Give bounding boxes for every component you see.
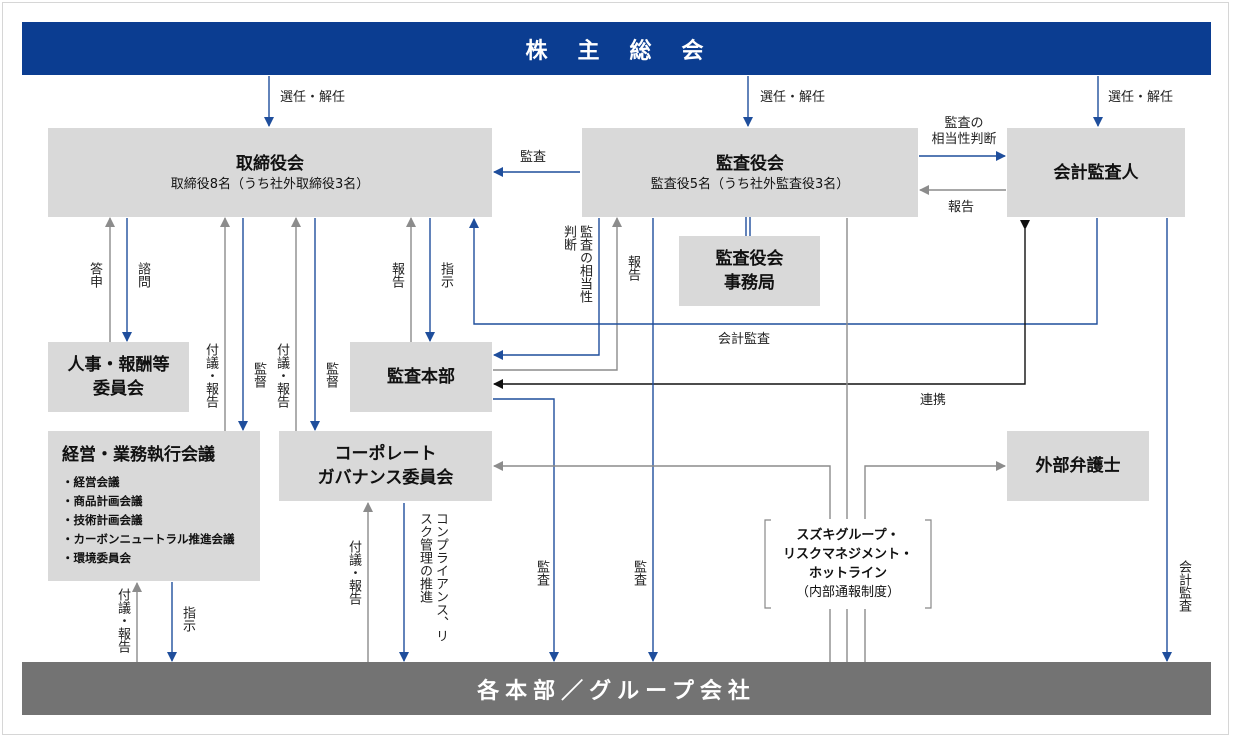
hotline-l4: （内部通報制度） bbox=[795, 585, 900, 600]
exec-meeting-item: ・経営会議 bbox=[62, 475, 120, 489]
accounting-audit-v-label: 会計監査 bbox=[1176, 560, 1191, 612]
shareholders-meeting-label: 株 主 総 会 bbox=[525, 38, 708, 64]
governance-title: コーポレート bbox=[334, 444, 437, 464]
exec-meeting-item: ・カーボンニュートラル推進会議 bbox=[62, 532, 235, 546]
cooperation-arrow bbox=[493, 220, 1030, 389]
audit-office-box: 監査役会 事務局 bbox=[679, 236, 820, 306]
hotline-l3: ホットライン bbox=[808, 566, 887, 581]
report-v-label: 報告 bbox=[625, 255, 640, 281]
auditor-report-label: 報告 bbox=[948, 200, 975, 215]
internal-audit-box: 監査本部 bbox=[350, 342, 492, 412]
audit-v1-label: 監査 bbox=[534, 560, 549, 586]
board-of-directors-box: 取締役会 取締役8名（うち社外取締役3名） bbox=[48, 128, 492, 217]
exec-meeting-list: ・経営会議 ・商品計画会議 ・技術計画会議 ・カーボンニュートラル推進会議 ・環… bbox=[62, 473, 235, 568]
group-companies-label: 各本部／グループ会社 bbox=[477, 678, 756, 704]
internal-audit-title: 監査本部 bbox=[387, 367, 455, 387]
hotline-box: スズキグループ・ リスクマネジメント・ ホットライン （内部通報制度） bbox=[763, 519, 933, 609]
accounting-auditor-title: 会計監査人 bbox=[1053, 162, 1139, 183]
governance-title2: ガバナンス委員会 bbox=[317, 468, 454, 488]
exec-meeting-item: ・環境委員会 bbox=[62, 551, 131, 565]
elect-label-3: 選任・解任 bbox=[1108, 90, 1174, 105]
audit-v2-label: 監査 bbox=[631, 560, 646, 586]
report-up4-label: 付議・報告 bbox=[346, 540, 361, 605]
audit-board-sub: 監査役5名（うち社外監査役3名） bbox=[650, 176, 850, 192]
hotline-l2: リスクマネジメント・ bbox=[782, 547, 913, 562]
hr-committee-box: 人事・報酬等 委員会 bbox=[48, 342, 189, 412]
audit-office-title: 監査役会 bbox=[715, 249, 784, 269]
accounting-auditor-box: 会計監査人 bbox=[1007, 128, 1185, 217]
consult-label: 諮問 bbox=[135, 262, 150, 288]
compliance-label: コンプライアンス、リスク管理の推進 bbox=[417, 512, 448, 642]
accounting-audit-h-label: 会計監査 bbox=[718, 332, 771, 347]
instruct-ia-label: 指示 bbox=[438, 262, 453, 288]
exec-meeting-item: ・技術計画会議 bbox=[62, 513, 143, 527]
shareholders-meeting-bar: 株 主 総 会 bbox=[22, 22, 1211, 75]
answer-label: 答申 bbox=[87, 262, 102, 288]
exec-meeting-title: 経営・業務執行会議 bbox=[62, 445, 215, 465]
hotline-brackets bbox=[764, 519, 932, 609]
external-lawyer-box: 外部弁護士 bbox=[1007, 431, 1149, 501]
lawyer-title: 外部弁護士 bbox=[1035, 456, 1121, 476]
audit-to-board-label: 監査 bbox=[520, 150, 547, 165]
hr-committee-title: 人事・報酬等 bbox=[67, 355, 170, 375]
cooperation-label: 連携 bbox=[920, 393, 947, 408]
report-up3-label: 付議・報告 bbox=[115, 588, 130, 653]
elect-label-1: 選任・解任 bbox=[280, 90, 346, 105]
group-companies-bar: 各本部／グループ会社 bbox=[22, 662, 1211, 715]
exec-meeting-item: ・商品計画会議 bbox=[62, 494, 143, 508]
board-title: 取締役会 bbox=[236, 153, 304, 174]
audit-board-box: 監査役会 監査役5名（うち社外監査役3名） bbox=[582, 128, 918, 217]
elect-label-2: 選任・解任 bbox=[760, 90, 826, 105]
exec-meeting-box: 経営・業務執行会議 ・経営会議 ・商品計画会議 ・技術計画会議 ・カーボンニュー… bbox=[48, 431, 260, 581]
supervise1-label: 監督 bbox=[251, 362, 266, 388]
report-ia-label: 報告 bbox=[389, 262, 404, 288]
audit-v1-arrow bbox=[493, 398, 559, 662]
report-up2-label: 付議・報告 bbox=[274, 343, 289, 408]
hotline-l1: スズキグループ・ bbox=[796, 528, 900, 543]
governance-committee-box: コーポレート ガバナンス委員会 bbox=[279, 431, 492, 501]
hr-committee-title2: 委員会 bbox=[93, 379, 144, 399]
appropriateness-v-label: 監査の相当性判断 bbox=[561, 225, 592, 303]
audit-office-title2: 事務局 bbox=[724, 273, 775, 293]
board-sub: 取締役8名（うち社外取締役3名） bbox=[170, 176, 370, 192]
supervise2-label: 監督 bbox=[323, 362, 338, 388]
audit-board-title: 監査役会 bbox=[716, 153, 784, 174]
instruct2-label: 指示 bbox=[180, 606, 195, 632]
office-link bbox=[745, 217, 751, 236]
appropriateness-label: 監査の 相当性判断 bbox=[931, 116, 997, 147]
report-up1-label: 付議・報告 bbox=[203, 343, 218, 408]
